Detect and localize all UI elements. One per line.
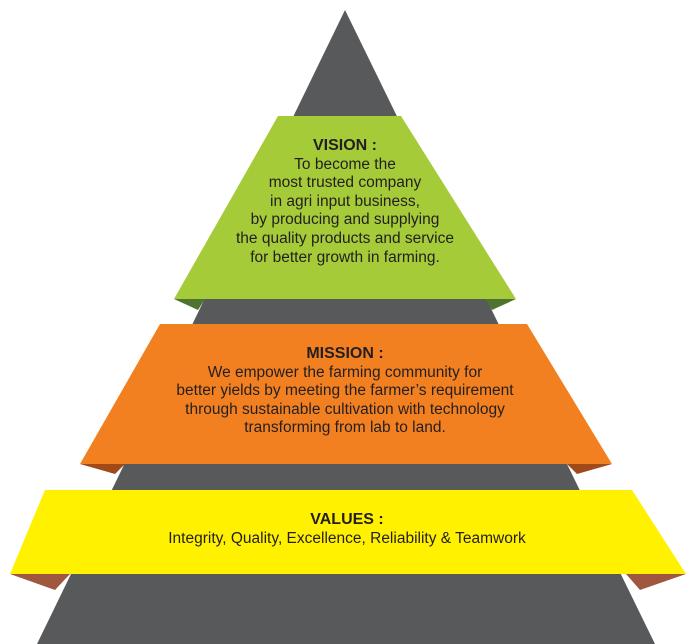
mission-line: transforming from lab to land. xyxy=(244,419,446,437)
values-line: Integrity, Quality, Excellence, Reliabil… xyxy=(168,529,526,547)
vision-line: To become the xyxy=(294,155,396,173)
values-title: VALUES : xyxy=(310,511,384,528)
vision-line: by producing and supplying xyxy=(250,211,440,229)
mission-title: MISSION : xyxy=(306,345,384,362)
vision-fold-right xyxy=(485,299,516,310)
vision-title: VISION : xyxy=(312,137,377,154)
vision-fold-left xyxy=(174,299,205,310)
vision-text: VISION : To become the most trusted comp… xyxy=(195,137,495,267)
vision-line: for better growth in farming. xyxy=(250,248,440,266)
values-fold-left xyxy=(10,574,70,590)
vision-line: in agri input business, xyxy=(270,192,420,210)
vision-line: most trusted company xyxy=(268,174,422,192)
mission-line: better yields by meeting the farmer’s re… xyxy=(176,382,514,400)
mission-band xyxy=(80,324,612,464)
values-fold-right xyxy=(626,574,686,590)
mission-fold-right xyxy=(567,464,612,474)
vision-line: the quality products and service xyxy=(236,229,454,247)
mission-line: through sustainable cultivation with tec… xyxy=(185,400,505,418)
mission-fold-left xyxy=(80,464,125,474)
mission-line: We empower the farming community for xyxy=(207,363,483,381)
values-band xyxy=(10,490,686,574)
vision-band xyxy=(174,116,516,299)
values-text: VALUES : Integrity, Quality, Excellence,… xyxy=(60,511,634,548)
mission-text: MISSION : We empower the farming communi… xyxy=(140,345,550,438)
